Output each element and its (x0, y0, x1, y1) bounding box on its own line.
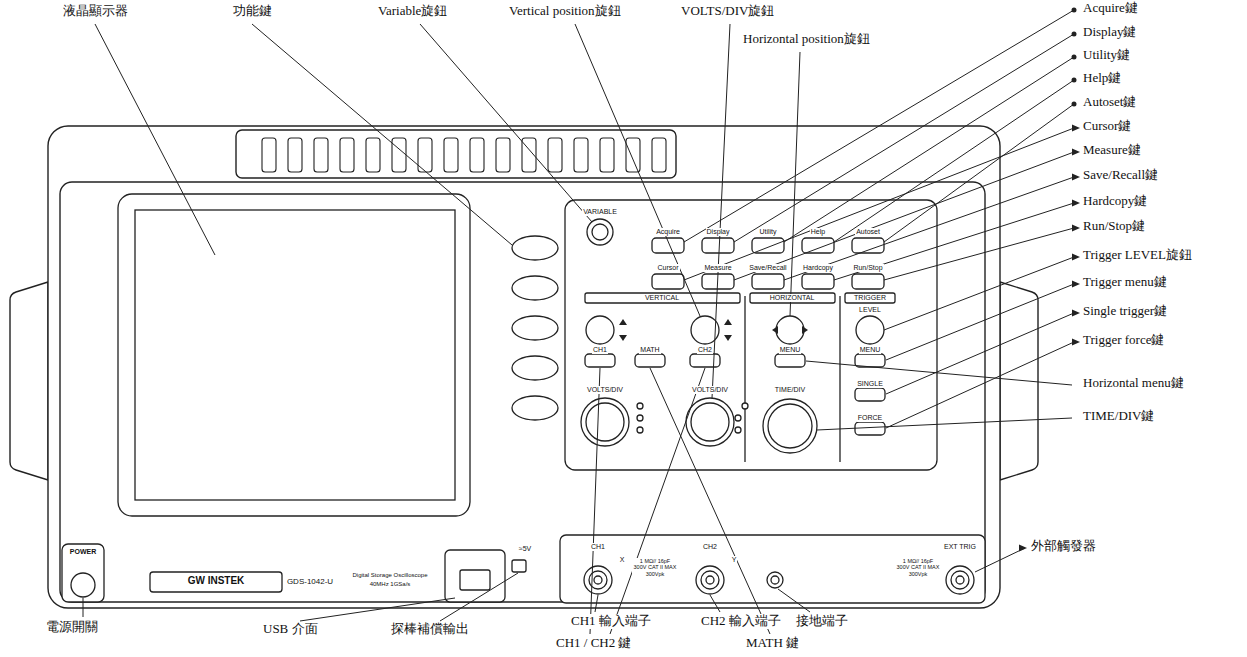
panel-label: Hardcopy (802, 264, 834, 272)
panel-label: TIME/DIV (774, 386, 806, 394)
panel-label: Autoset (855, 228, 881, 236)
input-plate (560, 535, 985, 603)
callout-label: TIME/DIV鍵 (1082, 409, 1156, 424)
usb-housing (445, 550, 505, 602)
panel-label: 1 MΩ// 16pF 300V CAT II MAX 300Vpk (632, 558, 678, 577)
panel-label: Cursor (656, 264, 679, 272)
callout-label: 功能鍵 (232, 4, 273, 19)
callout-label: CH2 輸入端子 (700, 614, 782, 629)
control-panel (565, 200, 937, 470)
callout-label: Save/Recall鍵 (1082, 168, 1159, 183)
callout-label: Variable旋鈕 (377, 4, 448, 19)
panel-label: Display (706, 228, 731, 236)
panel-label: MENU (859, 346, 882, 354)
panel-label: VARIABLE (582, 208, 618, 216)
panel-label: Digital Storage Oscilloscope (351, 572, 428, 579)
handle (236, 130, 676, 178)
panel-label: LEVEL (858, 306, 882, 314)
callout-label: 外部觸發器 (1030, 539, 1097, 554)
panel-label: MENU (779, 346, 802, 354)
front-bezel (60, 182, 985, 602)
panel-label: ≈5V (518, 545, 532, 553)
panel-label: X (619, 556, 626, 564)
callout-label: Hardcopy鍵 (1082, 194, 1148, 209)
panel-label: VERTICAL (644, 294, 680, 302)
panel-label: CH2 (697, 346, 713, 354)
panel-label: Help (810, 228, 826, 236)
panel-label: TRIGGER (853, 294, 887, 302)
side-grip (10, 282, 48, 480)
callout-label: 電源開關 (45, 620, 99, 635)
callout-label: Acquire鍵 (1082, 1, 1139, 16)
panel-label: Y (731, 556, 738, 564)
panel-label: CH1 (592, 346, 608, 354)
leader-lines (83, 10, 1074, 634)
panel-label: FORCE (857, 414, 884, 422)
callout-label: Trigger menu鍵 (1082, 275, 1168, 290)
callout-label: 液晶顯示器 (62, 4, 129, 19)
callout-label: Vertical position旋鈕 (508, 4, 622, 19)
panel-label: CH1 (590, 543, 606, 551)
callout-label: Trigger LEVEL旋鈕 (1082, 248, 1193, 263)
panel-label: MATH (639, 346, 660, 354)
callout-label: 探棒補償輸出 (390, 622, 470, 637)
callout-label: MATH 鍵 (745, 636, 800, 651)
panel-label: SINGLE (856, 380, 884, 388)
callout-label: CH1 輸入端子 (570, 614, 652, 629)
panel-label: POWER (69, 548, 97, 556)
callout-label: Autoset鍵 (1082, 95, 1137, 110)
panel-label: CH2 (702, 543, 718, 551)
panel-label: Utility (758, 228, 777, 236)
panel-label: VOLTS/DIV (691, 386, 729, 394)
callout-label: VOLTS/DIV旋鈕 (680, 4, 775, 19)
callout-label: Utility鍵 (1082, 48, 1131, 63)
callout-label: Display鍵 (1082, 25, 1137, 40)
callout-label: CH1 / CH2 鍵 (555, 636, 632, 651)
lcd-screen (135, 210, 455, 500)
callout-label: Measure鍵 (1082, 143, 1142, 158)
housing (48, 126, 1000, 608)
callout-label: Horizontal menu鍵 (1082, 376, 1185, 391)
callout-label: Trigger force鍵 (1082, 333, 1165, 348)
power-housing (62, 544, 104, 602)
callout-label: Single trigger鍵 (1082, 304, 1168, 319)
panel-label: HORIZONTAL (769, 294, 816, 302)
screen-bezel (118, 194, 470, 516)
panel-label: Run/Stop (852, 264, 883, 272)
panel-label: Measure (703, 264, 732, 272)
callout-label: Run/Stop鍵 (1082, 219, 1146, 234)
panel-label: GDS-1042-U (286, 577, 334, 586)
callout-label: Horizontal position旋鈕 (742, 32, 871, 47)
callout-label: Cursor鍵 (1082, 119, 1132, 134)
callout-label: Help鍵 (1082, 71, 1122, 86)
callout-label: USB 介面 (262, 622, 319, 637)
callout-label: 接地端子 (795, 614, 849, 629)
panel-label: Acquire (655, 228, 681, 236)
panel-label: VOLTS/DIV (586, 386, 624, 394)
panel-label: GW INSTEK (187, 575, 246, 587)
panel-label: Save/Recall (748, 264, 787, 272)
panel-label: EXT TRIG (943, 543, 977, 551)
panel-label: 40MHz 1GSa/s (369, 581, 412, 588)
panel-label: 1 MΩ// 16pF 300V CAT II MAX 300Vpk (895, 558, 941, 577)
